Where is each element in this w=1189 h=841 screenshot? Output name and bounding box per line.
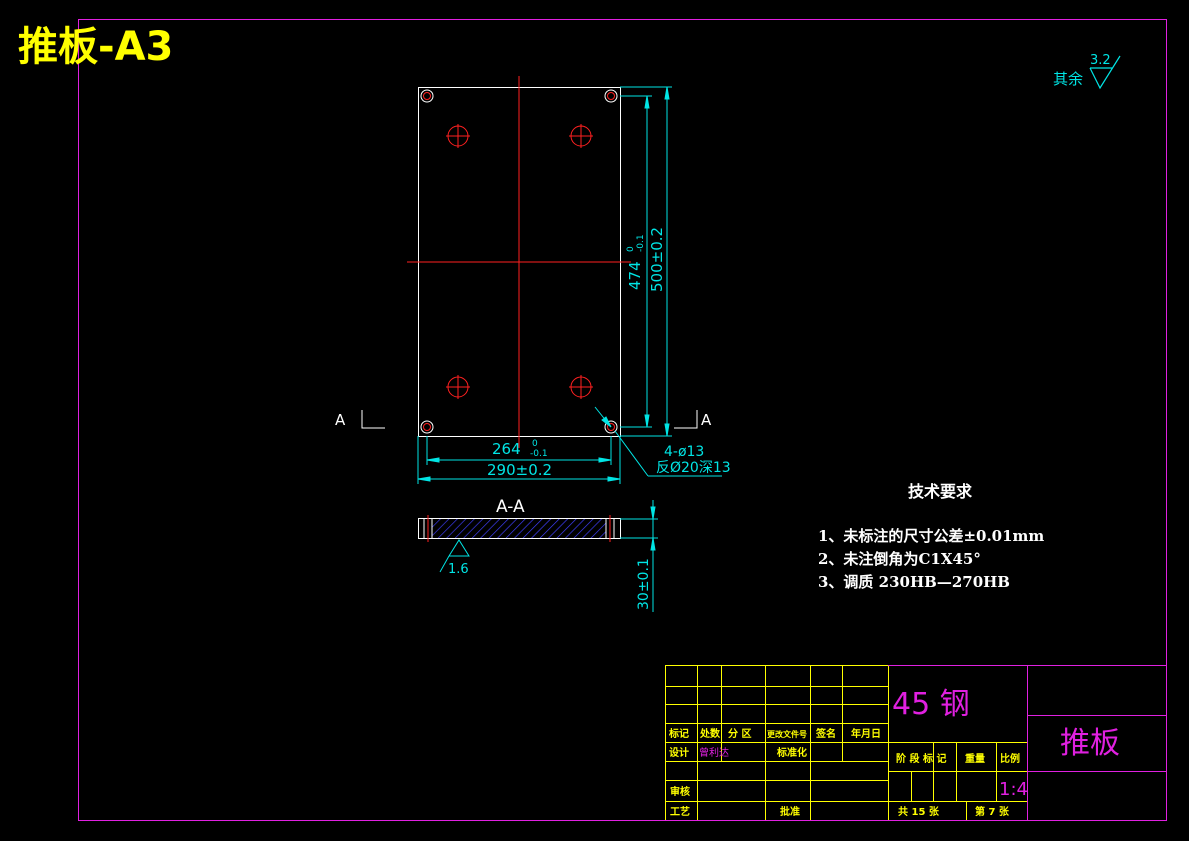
tech-item-3: 3、调质 230HB—270HB	[818, 573, 1010, 591]
svg-text:A: A	[701, 411, 712, 429]
section-marker-left: A	[335, 410, 385, 429]
dim-width-inner-tol: 0	[532, 439, 538, 449]
large-hole	[569, 124, 593, 148]
scale-value: 1:4	[999, 779, 1028, 800]
hole-spec: 4-ø13	[664, 444, 704, 460]
hole-leader	[594, 406, 722, 477]
dim-height-outer: 500±0.2	[648, 227, 666, 292]
section-label: A-A	[496, 497, 525, 517]
tb-standardize: 标准化	[776, 746, 807, 759]
tech-item-1: 1、未标注的尺寸公差±0.01mm	[818, 527, 1044, 545]
dim-height-inner-tol: 0	[626, 246, 636, 252]
part-name: 推板	[1060, 726, 1120, 761]
tb-scale-label: 比例	[1000, 752, 1020, 765]
tb-designer: 曾利达	[699, 746, 729, 759]
tb-header-mark: 标记	[668, 727, 689, 740]
tb-weight: 重量	[965, 752, 985, 765]
tech-item-2: 2、未注倒角为C1X45°	[818, 550, 981, 568]
tb-header-signature: 签名	[815, 727, 836, 740]
roughness-label: 其余	[1053, 70, 1083, 88]
hole-spec-counterbore: 反Ø20深13	[656, 460, 731, 476]
plate-front-view	[407, 76, 631, 448]
section-marker-right: A	[674, 410, 712, 429]
tb-sheet-no: 第 7 张	[975, 805, 1010, 818]
dim-height-inner: 474	[626, 261, 644, 290]
thickness-dimension	[620, 500, 658, 612]
roughness-symbol: 其余 3.2	[1053, 53, 1121, 90]
section-roughness-symbol	[439, 539, 470, 573]
tb-header-zone: 分 区	[728, 727, 751, 740]
dim-thickness: 30±0.1	[636, 558, 652, 610]
tb-process: 工艺	[670, 805, 690, 818]
svg-text:A: A	[335, 411, 346, 429]
tb-review: 审核	[670, 785, 690, 798]
drawing-border	[78, 19, 1167, 821]
vertical-dimensions	[620, 86, 672, 437]
dim-width-inner-tol2: -0.1	[530, 449, 548, 459]
drawing-title: 推板-A3	[18, 24, 173, 70]
tb-stage: 阶 段 标 记	[896, 752, 946, 765]
dim-width-inner: 264	[492, 440, 521, 458]
material: 45 钢	[892, 687, 970, 722]
tb-approve: 批准	[780, 805, 800, 818]
tb-sheets-total: 共 15 张	[898, 805, 940, 818]
dim-width-outer: 290±0.2	[487, 461, 552, 479]
corner-hole	[420, 89, 434, 103]
section-roughness-value: 1.6	[448, 562, 469, 577]
corner-hole	[604, 89, 618, 103]
corner-hole	[604, 420, 618, 434]
section-view	[418, 515, 621, 542]
horizontal-dimensions	[417, 436, 621, 484]
corner-hole	[420, 420, 434, 434]
roughness-value: 3.2	[1090, 53, 1111, 68]
dim-height-inner-tol2: -0.1	[636, 234, 646, 252]
tb-header-date: 年月日	[851, 727, 881, 740]
large-hole	[446, 124, 470, 148]
large-hole	[569, 375, 593, 399]
tb-header-count: 处数	[699, 727, 721, 740]
large-hole	[446, 375, 470, 399]
tb-header-change-doc: 更改文件号	[767, 729, 807, 739]
tech-heading: 技术要求	[908, 482, 973, 501]
tb-design: 设计	[669, 746, 689, 759]
title-block: 45 钢 推板 1:4 标记 处数 分 区 更改文件号 签名 年月日 设计 曾利…	[665, 665, 1166, 820]
